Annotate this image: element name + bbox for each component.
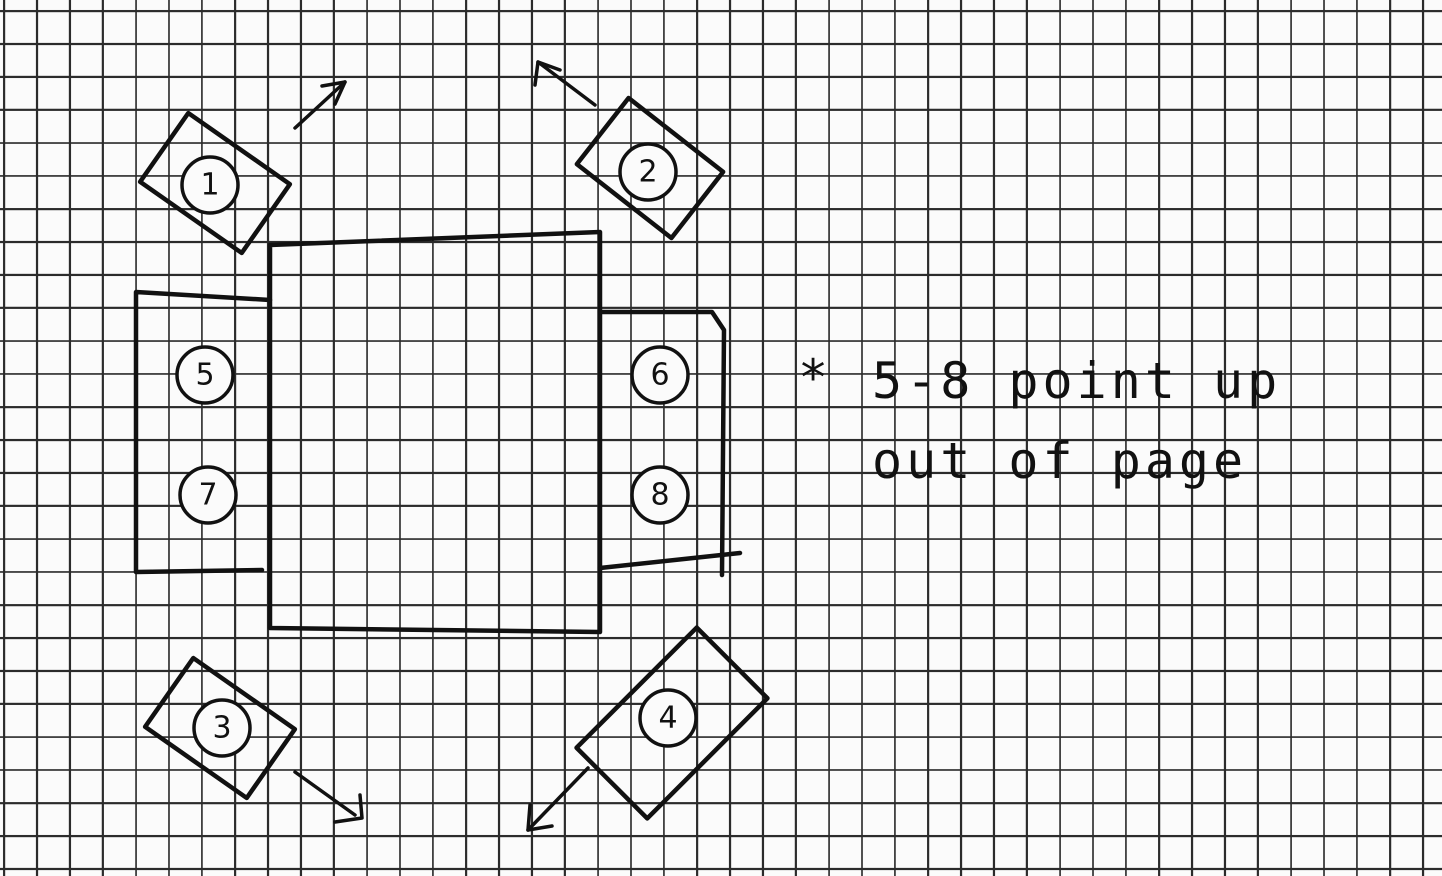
center-frame <box>267 229 603 635</box>
wheel-3-circle <box>192 698 252 758</box>
wheel-5-circle <box>175 345 235 405</box>
thruster-3: 3 <box>142 655 298 801</box>
wheel-2-label: 2 <box>638 155 657 190</box>
note-line-2: out of page <box>872 432 1247 490</box>
wheel-1-label: 1 <box>200 168 219 203</box>
note-star: * <box>798 349 832 407</box>
arrow-3 <box>293 770 364 824</box>
thruster-1: 1 <box>137 110 293 256</box>
wheel-5-label: 5 <box>195 358 214 393</box>
wheel-1-circle <box>180 155 240 215</box>
wheel-7-circle <box>178 465 238 525</box>
right-pod-outline <box>597 309 727 578</box>
left-pod-outline <box>133 289 273 575</box>
arrow-1 <box>293 80 347 130</box>
right-pod-bottom-edge <box>597 550 743 571</box>
thruster-4: 4 <box>574 625 770 821</box>
wheel-3-label: 3 <box>212 711 231 746</box>
wheel-8-circle <box>630 465 690 525</box>
wheel-8-label: 8 <box>650 478 669 513</box>
arrow-4 <box>526 766 590 832</box>
wheel-7-label: 7 <box>198 478 217 513</box>
note-line-1: 5-8 point up <box>872 352 1281 410</box>
wheel-4-circle <box>638 688 698 748</box>
thruster-2: 2 <box>574 95 726 241</box>
wheel-6-circle <box>630 345 690 405</box>
wheel-2-circle <box>618 142 678 202</box>
wheel-4-label: 4 <box>658 701 677 736</box>
wheel-6-label: 6 <box>650 358 669 393</box>
arrow-2 <box>533 60 597 107</box>
